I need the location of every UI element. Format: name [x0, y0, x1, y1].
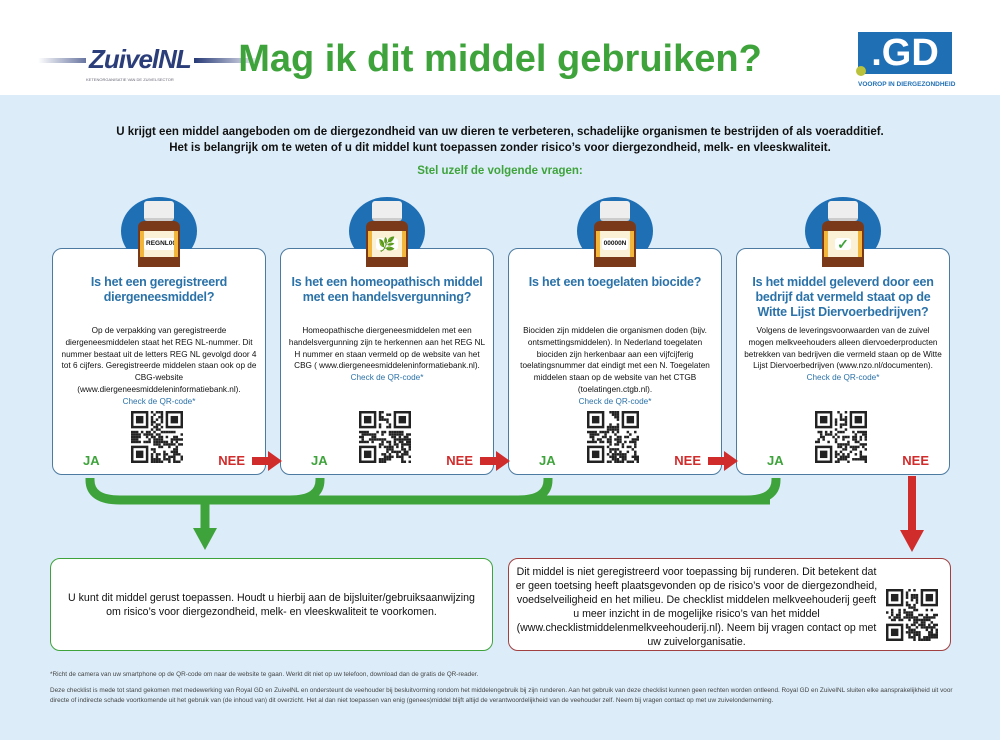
- qr-code[interactable]: [587, 411, 639, 463]
- question-content: Is het een homeopathisch middel met een …: [284, 275, 490, 384]
- question-body: Biociden zijn middelen die organismen do…: [512, 325, 718, 408]
- intro-line-2: Het is belangrijk om te weten of u dit m…: [169, 142, 831, 154]
- check-qr-link[interactable]: Check de QR-code*: [122, 396, 196, 406]
- check-qr-link[interactable]: Check de QR-code*: [806, 373, 880, 383]
- zuivelnl-logo: ZuivelNL KETENORGANISATIE VAN DE ZUIVELS…: [38, 44, 263, 88]
- question-body-text: Op de verpakking van geregistreerde dier…: [61, 326, 257, 394]
- check-qr-link[interactable]: Check de QR-code*: [350, 373, 424, 383]
- question-card-biocide: Is het een toegelaten biocide? Biociden …: [508, 248, 722, 475]
- question-body-text: Volgens de leveringsvoorwaarden van de z…: [744, 326, 942, 371]
- yes-label: JA: [83, 453, 100, 468]
- question-card-homeopathic: Is het een homeopathisch middel met een …: [280, 248, 494, 475]
- question-content: Is het een geregistreerd diergeneesmidde…: [56, 275, 262, 408]
- zuivelnl-logo-tagline: KETENORGANISATIE VAN DE ZUIVELSECTOR: [86, 77, 174, 82]
- footnote: *Richt de camera van uw smartphone op de…: [50, 671, 479, 678]
- result-allowed-box: U kunt dit middel gerust toepassen. Houd…: [50, 558, 493, 651]
- zuivelnl-logo-name: ZuivelNL: [86, 44, 194, 74]
- no-label: NEE: [218, 453, 245, 468]
- medicine-bottle-icon: ✓: [805, 197, 881, 267]
- questions-heading: Stel uzelf de volgende vragen:: [417, 165, 583, 177]
- medicine-bottle-icon: REGNL0000: [121, 197, 197, 267]
- gd-logo-name: .GD: [858, 32, 952, 74]
- question-body: Volgens de leveringsvoorwaarden van de z…: [740, 325, 946, 384]
- no-label: NEE: [902, 453, 929, 468]
- question-content: Is het een toegelaten biocide? Biociden …: [512, 275, 718, 408]
- yes-label: JA: [311, 453, 328, 468]
- intro-text: U krijgt een middel aangeboden om de die…: [0, 124, 1000, 156]
- qr-code[interactable]: [131, 411, 183, 463]
- bottle-label: ✓: [835, 236, 851, 252]
- bottle-label: 🌿: [376, 236, 398, 252]
- question-card-registered-vet-medicine: Is het een geregistreerd diergeneesmidde…: [52, 248, 266, 475]
- bottle-label: REGNL0000: [144, 238, 174, 250]
- qr-code[interactable]: [815, 411, 867, 463]
- result-not-allowed-text: Dit middel is niet geregistreerd voor to…: [515, 566, 878, 648]
- page-title: Mag ik dit middel gebruiken?: [238, 38, 762, 80]
- question-title: Is het een geregistreerd diergeneesmidde…: [90, 275, 228, 304]
- header: ZuivelNL KETENORGANISATIE VAN DE ZUIVELS…: [0, 0, 1000, 95]
- check-qr-link[interactable]: Check de QR-code*: [578, 396, 652, 406]
- yes-label: JA: [539, 453, 556, 468]
- question-title: Is het een toegelaten biocide?: [528, 275, 702, 289]
- intro-line-1: U krijgt een middel aangeboden om de die…: [116, 126, 884, 138]
- question-card-white-list: Is het middel geleverd door een bedrijf …: [736, 248, 950, 475]
- medicine-bottle-icon: 🌿: [349, 197, 425, 267]
- result-allowed-text: U kunt dit middel gerust toepassen. Houd…: [68, 592, 475, 618]
- question-title: Is het middel geleverd door een bedrijf …: [752, 275, 934, 319]
- gd-logo-tagline: VOOROP IN DIERGEZONDHEID: [858, 81, 956, 88]
- question-body-text: Homeopathische diergeneesmiddelen met ee…: [288, 326, 486, 371]
- no-label: NEE: [674, 453, 701, 468]
- result-not-allowed-box: Dit middel is niet geregistreerd voor to…: [508, 558, 951, 651]
- question-body: Op de verpakking van geregistreerde dier…: [56, 325, 262, 408]
- yes-label: JA: [767, 453, 784, 468]
- question-body-text: Biociden zijn middelen die organismen do…: [520, 326, 710, 394]
- medicine-bottle-icon: 00000N: [577, 197, 653, 267]
- no-label: NEE: [446, 453, 473, 468]
- qr-code[interactable]: [886, 589, 938, 641]
- qr-code[interactable]: [359, 411, 411, 463]
- question-title: Is het een homeopathisch middel met een …: [291, 275, 483, 304]
- bottle-label: 00000N: [601, 238, 629, 250]
- disclaimer: Deze checklist is mede tot stand gekomen…: [50, 687, 953, 704]
- gd-logo: .GD VOOROP IN DIERGEZONDHEID: [856, 32, 956, 90]
- question-content: Is het middel geleverd door een bedrijf …: [740, 275, 946, 384]
- question-body: Homeopathische diergeneesmiddelen met ee…: [284, 325, 490, 384]
